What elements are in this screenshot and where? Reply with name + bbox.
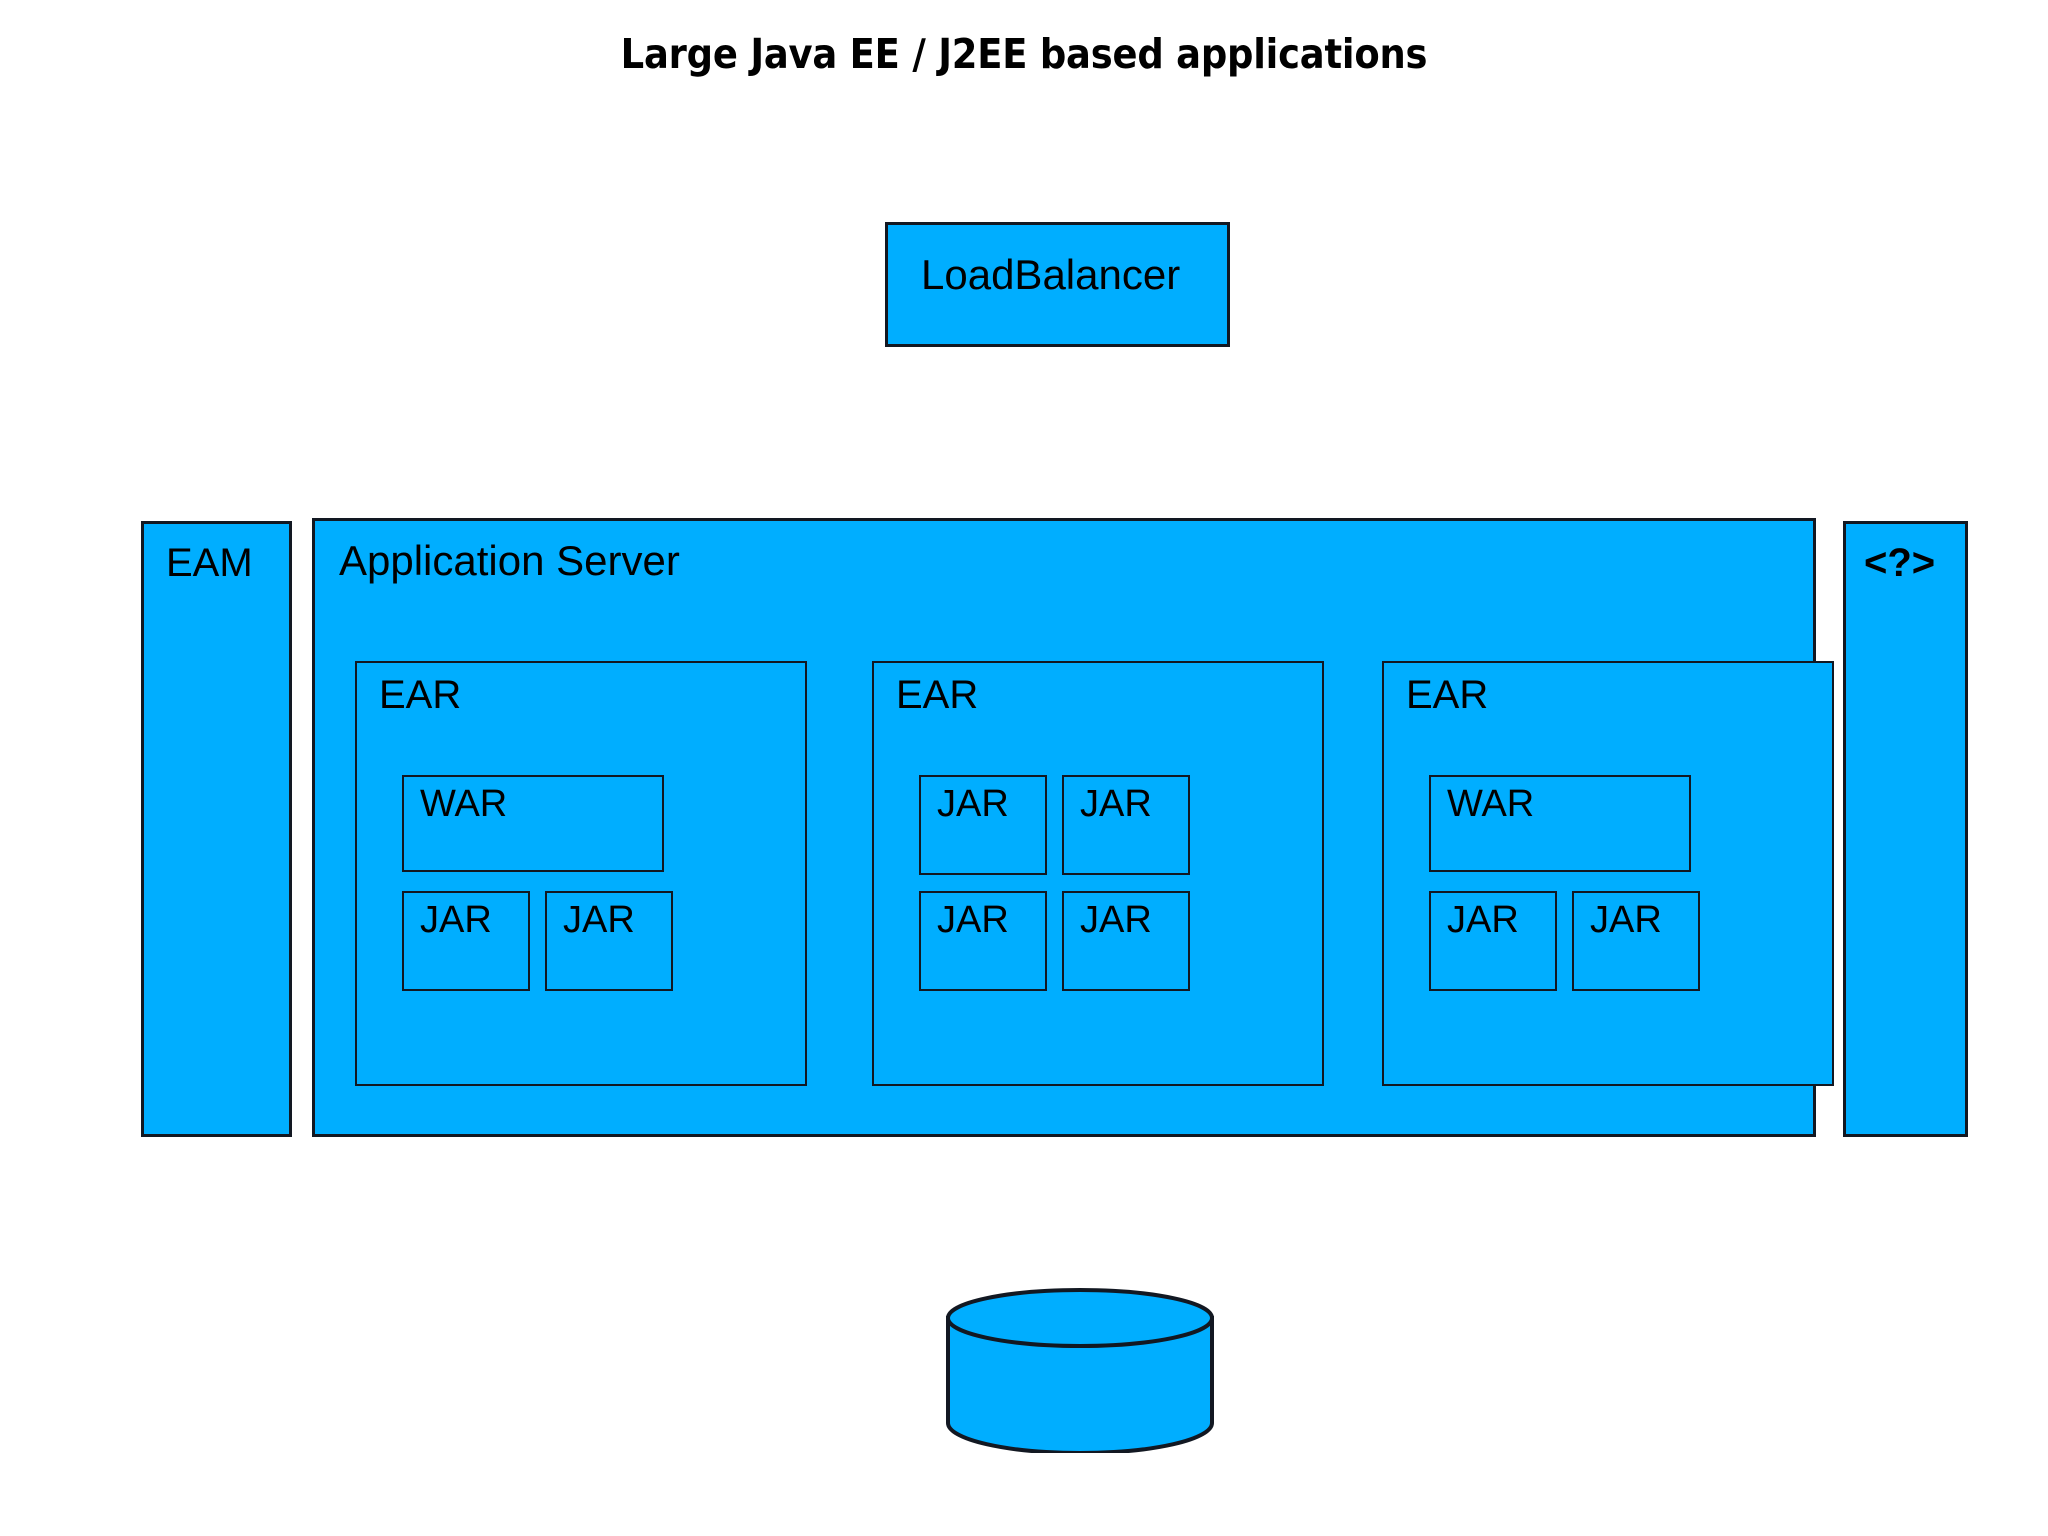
jar-module[interactable]: JAR (919, 775, 1047, 875)
jar-module-label: JAR (1447, 899, 1519, 941)
eam-node[interactable]: EAM (141, 521, 292, 1137)
ear-container-3[interactable]: EAR WAR JAR JAR (1382, 661, 1834, 1086)
ear-label: EAR (379, 673, 462, 717)
load-balancer-node[interactable]: LoadBalancer (885, 222, 1230, 347)
ear-label: EAR (1406, 673, 1489, 717)
ear-container-1[interactable]: EAR WAR JAR JAR (355, 661, 807, 1086)
eam-label: EAM (166, 541, 253, 585)
war-module[interactable]: WAR (402, 775, 664, 872)
jar-module[interactable]: JAR (1062, 891, 1190, 991)
jar-module[interactable]: JAR (919, 891, 1047, 991)
jar-module[interactable]: JAR (1429, 891, 1557, 991)
jar-module-label: JAR (1590, 899, 1662, 941)
jar-module-label: JAR (1080, 899, 1152, 941)
war-module[interactable]: WAR (1429, 775, 1691, 872)
jar-module[interactable]: JAR (402, 891, 530, 991)
jar-module-label: JAR (1080, 783, 1152, 825)
jar-module[interactable]: JAR (545, 891, 673, 991)
ear-label: EAR (896, 673, 979, 717)
database-cylinder-node[interactable] (945, 1288, 1215, 1453)
application-server-node[interactable]: Application Server EAR WAR JAR JAR EAR J… (312, 518, 1834, 1137)
load-balancer-label: LoadBalancer (921, 251, 1181, 298)
war-module-label: WAR (1447, 783, 1535, 825)
jar-module[interactable]: JAR (1062, 775, 1190, 875)
page-title: Large Java EE / J2EE based applications (620, 30, 1428, 78)
application-server-label: Application Server (339, 537, 680, 584)
jar-module-label: JAR (563, 899, 635, 941)
ear-container-2[interactable]: EAR JAR JAR JAR JAR (872, 661, 1324, 1086)
jar-module-label: JAR (420, 899, 492, 941)
unknown-component-label: <?> (1864, 541, 1936, 585)
jar-module-label: JAR (937, 783, 1009, 825)
war-module-label: WAR (420, 783, 508, 825)
jar-module[interactable]: JAR (1572, 891, 1700, 991)
database-icon (946, 1288, 1214, 1453)
jar-module-label: JAR (937, 899, 1009, 941)
unknown-component-node[interactable]: <?> (1843, 521, 1968, 1137)
